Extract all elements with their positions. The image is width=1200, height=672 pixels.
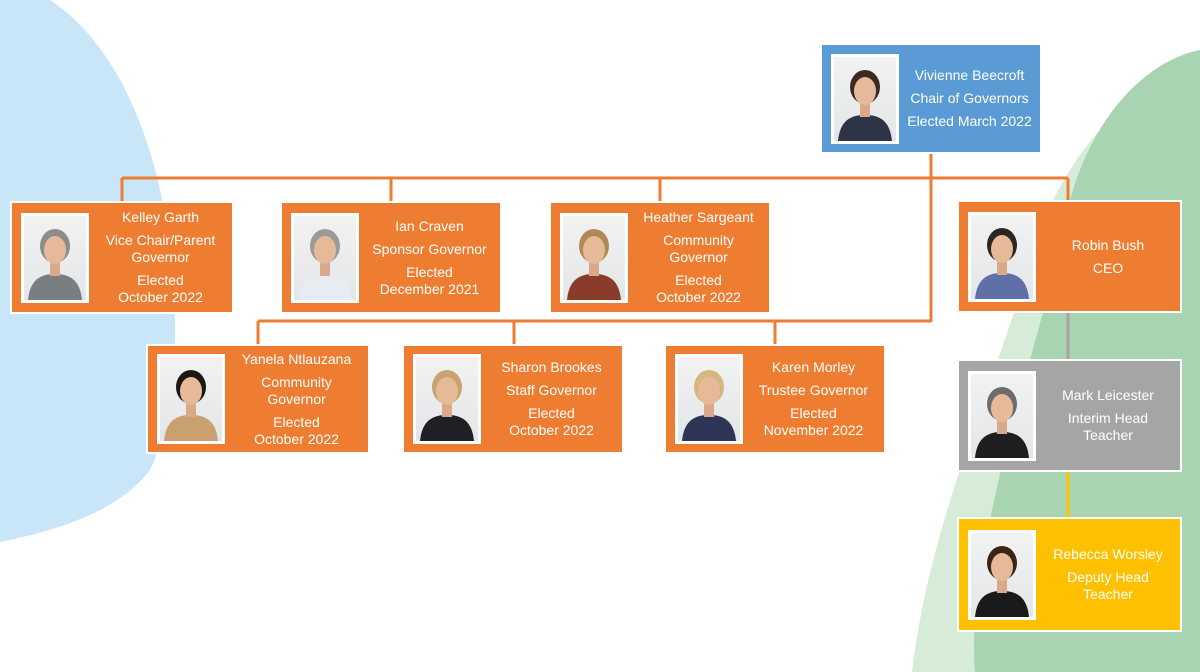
portrait-neck xyxy=(589,261,599,276)
portrait-neck xyxy=(704,403,714,417)
person-role: CEO xyxy=(1092,259,1124,276)
portrait-silhouette xyxy=(975,227,1029,299)
portrait-silhouette xyxy=(975,545,1029,617)
portrait-silhouette xyxy=(567,228,621,300)
portrait-body xyxy=(975,431,1029,458)
card-rebecca-worsley: Rebecca Worsley Deputy Head Teacher xyxy=(957,517,1182,632)
person-name: Kelley Garth xyxy=(121,209,200,225)
person-elected: Elected December 2021 xyxy=(379,263,480,297)
person-role: Chair of Governors xyxy=(910,90,1029,106)
photo-sharon-brookes xyxy=(413,354,481,444)
person-name: Rebecca Worsley xyxy=(1053,546,1163,562)
photo-heather-sargeant xyxy=(560,212,628,303)
person-elected: Elected October 2022 xyxy=(656,272,741,305)
portrait-neck xyxy=(50,261,60,276)
person-name: Karen Morley xyxy=(771,359,856,375)
person-role: Vice Chair/Parent Governor xyxy=(105,232,216,265)
card-sharon-brookes: Sharon Brookes Staff Governor Elected Oc… xyxy=(402,344,624,454)
photo-ian-craven xyxy=(291,212,359,303)
card-yanela-ntlauzana: Yanela Ntlauzana Community Governor Elec… xyxy=(146,344,370,454)
portrait-neck xyxy=(186,403,196,417)
portrait-neck xyxy=(320,261,330,276)
card-kelley-garth: Kelley Garth Vice Chair/Parent Governor … xyxy=(10,201,234,314)
portrait-body xyxy=(838,114,892,141)
card-text: Kelley Garth Vice Chair/Parent Governor … xyxy=(89,206,226,309)
photo-mark-leicester xyxy=(968,370,1036,461)
card-text: Rebecca Worsley Deputy Head Teacher xyxy=(1036,543,1174,606)
portrait-face xyxy=(991,393,1013,422)
person-name: Ian Craven xyxy=(395,217,464,234)
person-elected: Elected October 2022 xyxy=(118,272,203,305)
card-text: Vivienne Beecroft Chair of Governors Ele… xyxy=(899,64,1034,133)
person-elected: Elected October 2022 xyxy=(254,413,339,447)
portrait-body xyxy=(567,273,621,300)
person-role: Deputy Head Teacher xyxy=(1067,569,1149,602)
card-heather-sargeant: Heather Sargeant Community Governor Elec… xyxy=(549,201,771,314)
photo-robin-bush xyxy=(968,211,1036,302)
card-text: Mark Leicester Interim Head Teacher xyxy=(1036,384,1174,447)
portrait-face xyxy=(436,377,458,405)
portrait-body xyxy=(420,415,474,441)
portrait-neck xyxy=(997,419,1007,434)
photo-rebecca-worsley xyxy=(968,529,1036,620)
portrait-neck xyxy=(997,260,1007,275)
card-text: Heather Sargeant Community Governor Elec… xyxy=(628,206,763,309)
person-role: Sponsor Governor xyxy=(372,240,487,257)
person-role: Staff Governor xyxy=(506,382,597,398)
card-text: Ian Craven Sponsor Governor Elected Dece… xyxy=(359,215,494,301)
portrait-face xyxy=(698,377,720,405)
portrait-silhouette xyxy=(28,228,82,300)
person-role: Interim Head Teacher xyxy=(1067,410,1149,443)
person-name: Sharon Brookes xyxy=(501,359,602,375)
person-name: Vivienne Beecroft xyxy=(914,67,1025,83)
card-text: Robin Bush CEO xyxy=(1036,234,1174,280)
portrait-neck xyxy=(442,403,452,417)
portrait-face xyxy=(583,235,605,264)
portrait-face xyxy=(44,235,66,264)
portrait-face xyxy=(991,234,1013,263)
photo-yanela-ntlauzana xyxy=(157,354,225,444)
card-text: Sharon Brookes Staff Governor Elected Oc… xyxy=(481,356,616,442)
portrait-silhouette xyxy=(838,69,892,141)
card-mark-leicester: Mark Leicester Interim Head Teacher xyxy=(957,359,1182,472)
portrait-body xyxy=(975,272,1029,299)
person-role: Community Governor xyxy=(663,232,734,265)
card-vivienne-beecroft: Vivienne Beecroft Chair of Governors Ele… xyxy=(820,43,1042,154)
card-ian-craven: Ian Craven Sponsor Governor Elected Dece… xyxy=(280,201,502,314)
portrait-body xyxy=(298,273,352,300)
portrait-silhouette xyxy=(682,370,736,441)
person-elected: Elected March 2022 xyxy=(907,113,1032,129)
card-karen-morley: Karen Morley Trustee Governor Elected No… xyxy=(664,344,886,454)
person-name: Heather Sargeant xyxy=(643,209,754,225)
photo-karen-morley xyxy=(675,354,743,444)
portrait-neck xyxy=(860,102,870,117)
portrait-neck xyxy=(997,578,1007,593)
portrait-face xyxy=(314,235,336,264)
person-role: Community Governor xyxy=(261,373,332,407)
person-name: Yanela Ntlauzana xyxy=(241,350,352,367)
portrait-face xyxy=(991,552,1013,581)
person-elected: Elected October 2022 xyxy=(509,405,594,438)
portrait-body xyxy=(28,273,82,300)
card-robin-bush: Robin Bush CEO xyxy=(957,200,1182,313)
portrait-face xyxy=(180,377,202,405)
person-role: Trustee Governor xyxy=(758,382,869,398)
person-name: Robin Bush xyxy=(1071,236,1145,253)
photo-kelley-garth xyxy=(21,212,89,303)
portrait-silhouette xyxy=(164,370,218,441)
person-elected: Elected November 2022 xyxy=(763,405,864,438)
portrait-silhouette xyxy=(975,386,1029,458)
portrait-body xyxy=(682,415,736,441)
portrait-body xyxy=(164,415,218,441)
photo-vivienne-beecroft xyxy=(831,53,899,144)
portrait-face xyxy=(854,76,876,105)
card-text: Yanela Ntlauzana Community Governor Elec… xyxy=(225,348,362,451)
portrait-body xyxy=(975,590,1029,617)
portrait-silhouette xyxy=(298,228,352,300)
portrait-silhouette xyxy=(420,370,474,441)
card-text: Karen Morley Trustee Governor Elected No… xyxy=(743,356,878,442)
person-name: Mark Leicester xyxy=(1062,387,1154,403)
